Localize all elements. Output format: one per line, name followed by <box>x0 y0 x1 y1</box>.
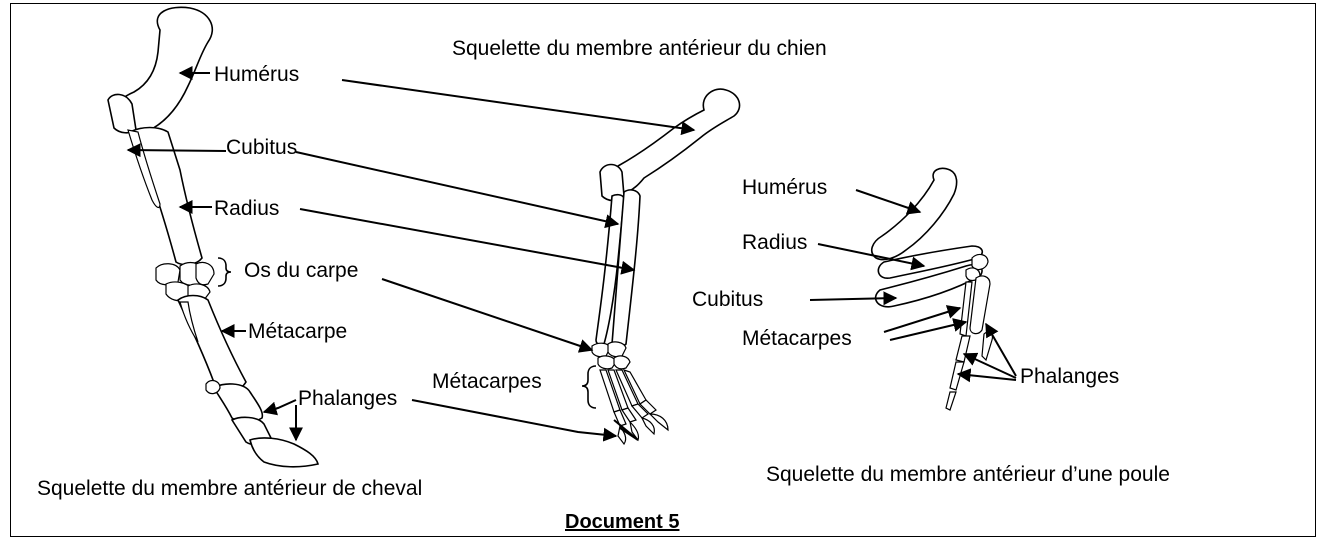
horse-carpal-bones <box>156 262 214 300</box>
label-metacarpes-dog: Métacarpes <box>432 371 542 392</box>
label-carpe-horse: Os du carpe <box>244 260 358 281</box>
horse-caption: Squelette du membre antérieur de cheval <box>37 478 422 499</box>
dog-carpal-bones <box>592 342 630 369</box>
hen-humerus <box>872 168 957 259</box>
label-cubitus-horse: Cubitus <box>226 137 297 158</box>
label-radius-horse: Radius <box>214 198 279 219</box>
horse-phalanx-1 <box>214 384 262 423</box>
dog-humerus <box>609 89 739 193</box>
hen-caption: Squelette du membre antérieur d’une poul… <box>766 464 1170 485</box>
label-metacarpe-horse: Métacarpe <box>248 321 347 342</box>
label-cubitus-hen: Cubitus <box>692 289 763 310</box>
label-phalanges-horse: Phalanges <box>298 388 397 409</box>
label-humerus-horse: Humérus <box>214 64 299 85</box>
document-label: Document 5 <box>565 512 679 532</box>
horse-phalanx-3 <box>250 438 318 467</box>
label-phalanges-hen: Phalanges <box>1020 366 1119 387</box>
label-radius-hen: Radius <box>742 232 807 253</box>
dog-title: Squelette du membre antérieur du chien <box>452 38 827 59</box>
label-humerus-hen: Humérus <box>742 177 827 198</box>
horse-sesamoid <box>206 381 220 394</box>
hen-skeleton <box>872 168 993 410</box>
hen-metacarpals <box>960 276 990 336</box>
label-metacarpes-hen: Métacarpes <box>742 328 852 349</box>
hen-phalanges <box>946 332 992 410</box>
